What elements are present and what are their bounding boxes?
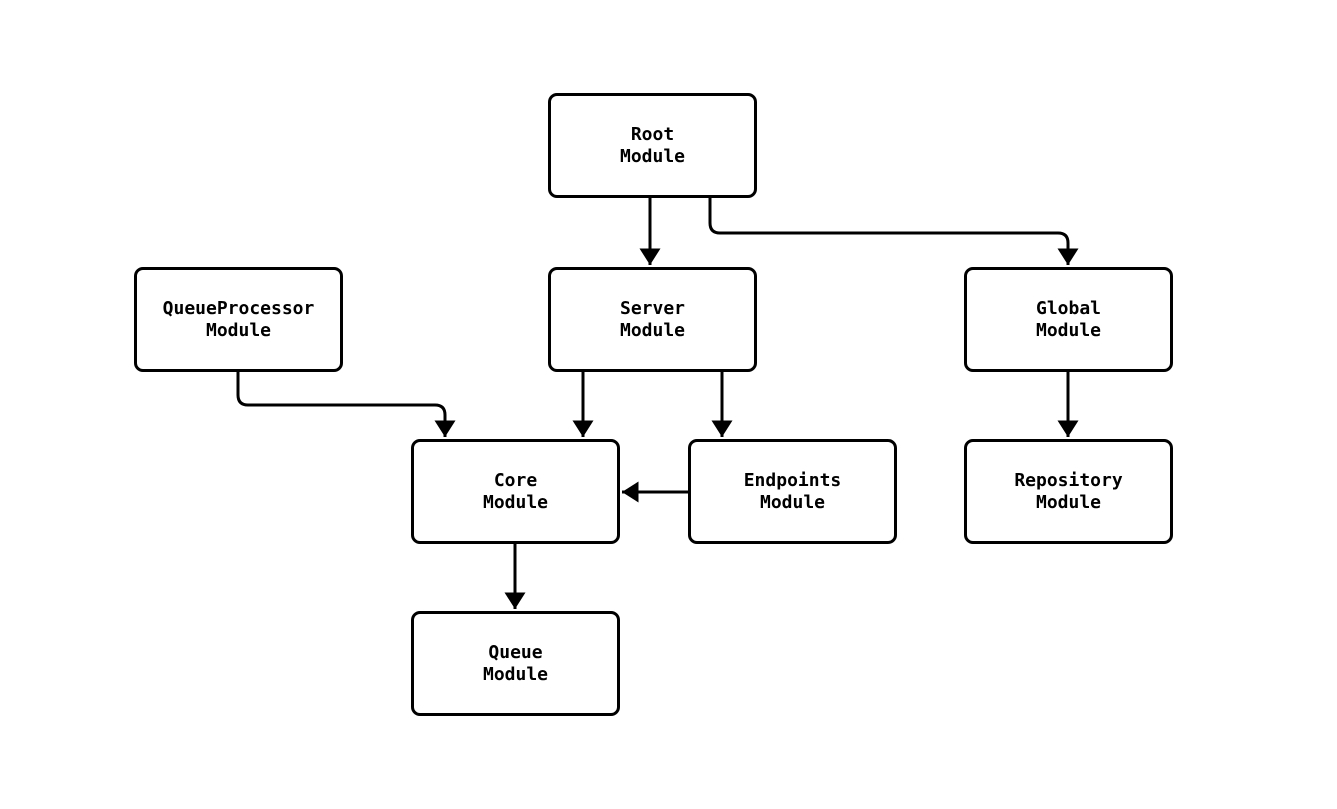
node-label: Server [619,297,686,319]
node-label: Endpoints [743,469,842,491]
node-label: Module [619,319,686,341]
node-label: Root [630,123,675,145]
edge-queueprocessor-to-core [236,372,456,437]
node-label: Repository [1014,469,1123,491]
node-label: Module [1035,319,1102,341]
node-label: Module [1035,491,1102,513]
node-label: Core [493,469,538,491]
node-label: Module [205,319,272,341]
node-label: Module [619,145,686,167]
edge-root-to-global [708,198,1079,265]
node-label: Module [759,491,826,513]
node-label: QueueProcessor [162,297,315,319]
node-label: Global [1035,297,1102,319]
node-label: Module [482,491,549,513]
node-label: Queue [488,641,543,663]
node-label: Module [482,663,549,685]
